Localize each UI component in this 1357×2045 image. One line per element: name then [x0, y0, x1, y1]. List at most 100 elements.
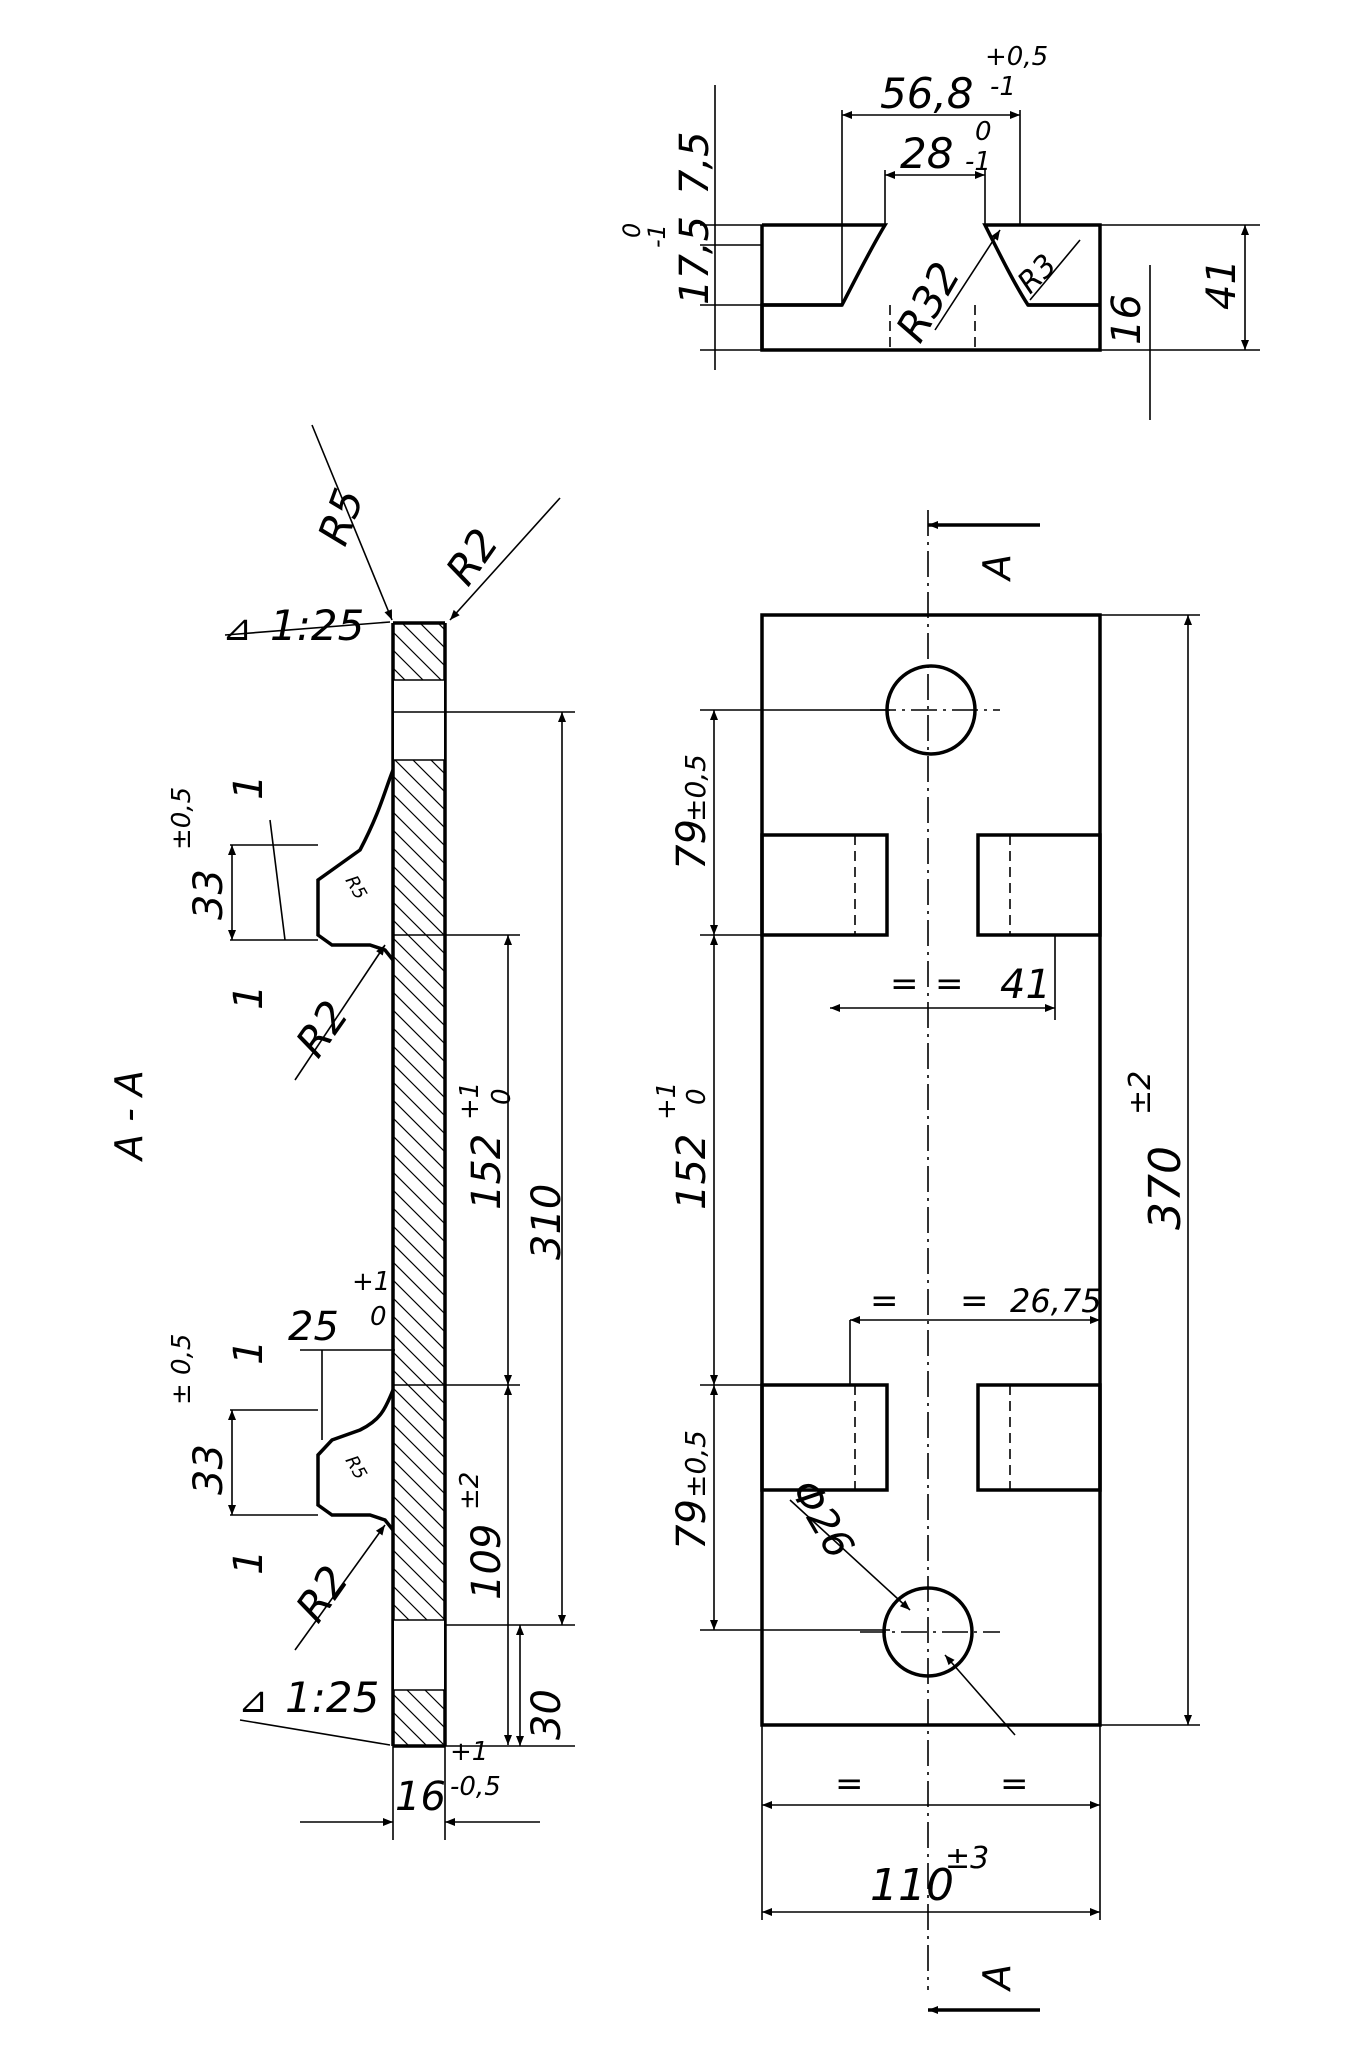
svg-text:± 0,5: ± 0,5: [167, 1334, 197, 1405]
dim-56-8: 56,8: [880, 69, 974, 118]
hatch-line: [393, 1009, 445, 1063]
dim-16: 16: [395, 1774, 446, 1820]
dim-152-top: 152: [669, 1134, 715, 1210]
dim-16-end: 16: [1104, 294, 1150, 345]
hatch-line: [393, 1387, 445, 1441]
svg-text:=: =: [890, 964, 919, 1004]
rib-upper: [316, 769, 395, 962]
dim-17-5: 17,5: [672, 216, 718, 305]
svg-text:-1: -1: [990, 72, 1016, 102]
hatch-line: [393, 973, 445, 1027]
dim-110: 110: [870, 1860, 954, 1911]
hatch-line: [393, 1351, 445, 1405]
dim-79-bottom: 79: [669, 1499, 715, 1550]
svg-text:=: =: [1000, 1764, 1029, 1804]
svg-text:=: =: [935, 964, 964, 1004]
dim-41-end: 41: [1199, 259, 1245, 310]
hatch-line: [393, 1477, 445, 1531]
radius-r32: R32: [886, 254, 970, 350]
hatch-line: [393, 1117, 445, 1171]
hatch-line: [393, 1369, 445, 1423]
svg-text:0: 0: [682, 1088, 712, 1105]
svg-text:R5: R5: [341, 1452, 371, 1483]
svg-text:0: 0: [975, 117, 992, 147]
svg-text:1: 1: [226, 775, 272, 800]
section-view: [316, 621, 447, 1748]
dim-370: 370: [1140, 1146, 1191, 1230]
svg-text:±0,5: ±0,5: [167, 787, 197, 850]
svg-text:1: 1: [226, 985, 272, 1010]
hatch-line: [393, 1495, 445, 1549]
section-label: A - A: [107, 1070, 151, 1163]
hatch-line: [393, 919, 445, 973]
end-view-dimensions: 56,8 +0,5 -1 28 0 -1 7,5 17,5 0 -1 R32 R…: [618, 42, 1260, 420]
svg-text:=: =: [960, 1281, 989, 1321]
hatch-line: [393, 1441, 445, 1495]
hatch-line: [393, 1099, 445, 1153]
hatch-line: [393, 1243, 445, 1297]
hatch-line: [393, 883, 445, 937]
radius-r2-mid: R2: [286, 992, 358, 1066]
hatch-line: [393, 1261, 445, 1315]
svg-text:0: 0: [618, 223, 646, 238]
cut-label-top: A: [975, 554, 1019, 583]
hatch-line: [393, 901, 445, 955]
hatch-line: [393, 1225, 445, 1279]
hatch-line: [393, 1459, 445, 1513]
dim-26-75: 26,75: [1010, 1282, 1102, 1320]
svg-text:0: 0: [487, 1088, 517, 1105]
svg-text:+0,5: +0,5: [985, 42, 1048, 72]
radius-r2-low: R2: [286, 1557, 358, 1631]
svg-text:=: =: [870, 1281, 899, 1321]
hatch-line: [393, 1423, 445, 1477]
hatch-line: [393, 1693, 445, 1746]
dim-41-top: 41: [1000, 962, 1051, 1008]
rib-height-2: 33: [186, 1444, 232, 1495]
dim-28: 28: [900, 129, 953, 178]
svg-text:1: 1: [226, 1340, 272, 1365]
svg-text:⊿: ⊿: [238, 1680, 268, 1721]
hatch-line: [393, 1171, 445, 1225]
svg-text:0: 0: [370, 1302, 387, 1332]
hatch-line: [393, 1027, 445, 1081]
end-view: [760, 223, 1102, 352]
hatch-line: [393, 1081, 445, 1135]
hatch-line: [393, 847, 445, 901]
hatch-line: [393, 1153, 445, 1207]
hatch-line: [393, 1315, 445, 1369]
svg-text:±3: ±3: [945, 1841, 989, 1876]
dim-7-5: 7,5: [672, 131, 718, 195]
hatch-line: [393, 811, 445, 865]
radius-r2-top: R2: [436, 520, 508, 594]
svg-text:=: =: [835, 1764, 864, 1804]
hatch-line: [393, 1405, 445, 1459]
taper-bottom: 1:25: [285, 1673, 379, 1722]
rib-height-1: 33: [186, 869, 232, 920]
hatch-line: [393, 865, 445, 919]
hatch-line: [393, 955, 445, 1009]
svg-text:+1: +1: [455, 1082, 485, 1120]
cut-label-bottom: A: [975, 1964, 1019, 1993]
hatch-line: [393, 1207, 445, 1261]
dim-310: 310: [524, 1184, 570, 1260]
svg-text:±0,5: ±0,5: [679, 754, 712, 822]
svg-text:+1: +1: [352, 1267, 390, 1297]
svg-text:1: 1: [226, 1550, 272, 1575]
hatch-line: [393, 829, 445, 883]
dim-30: 30: [524, 1689, 570, 1740]
svg-text:±2: ±2: [455, 1472, 485, 1510]
rib-lower: [316, 1389, 395, 1532]
svg-text:R5: R5: [341, 872, 371, 903]
hatch-line: [393, 1297, 445, 1351]
hatch-line: [393, 991, 445, 1045]
top-view: [760, 510, 1102, 1990]
hatch-line: [393, 1711, 428, 1746]
hatch-line: [393, 1279, 445, 1333]
hatch-line: [393, 1513, 445, 1567]
svg-text:±0,5: ±0,5: [679, 1430, 712, 1498]
svg-text:+1: +1: [652, 1082, 682, 1120]
dim-109: 109: [464, 1524, 510, 1600]
hatch-line: [419, 623, 445, 649]
dim-25: 25: [288, 1304, 339, 1350]
